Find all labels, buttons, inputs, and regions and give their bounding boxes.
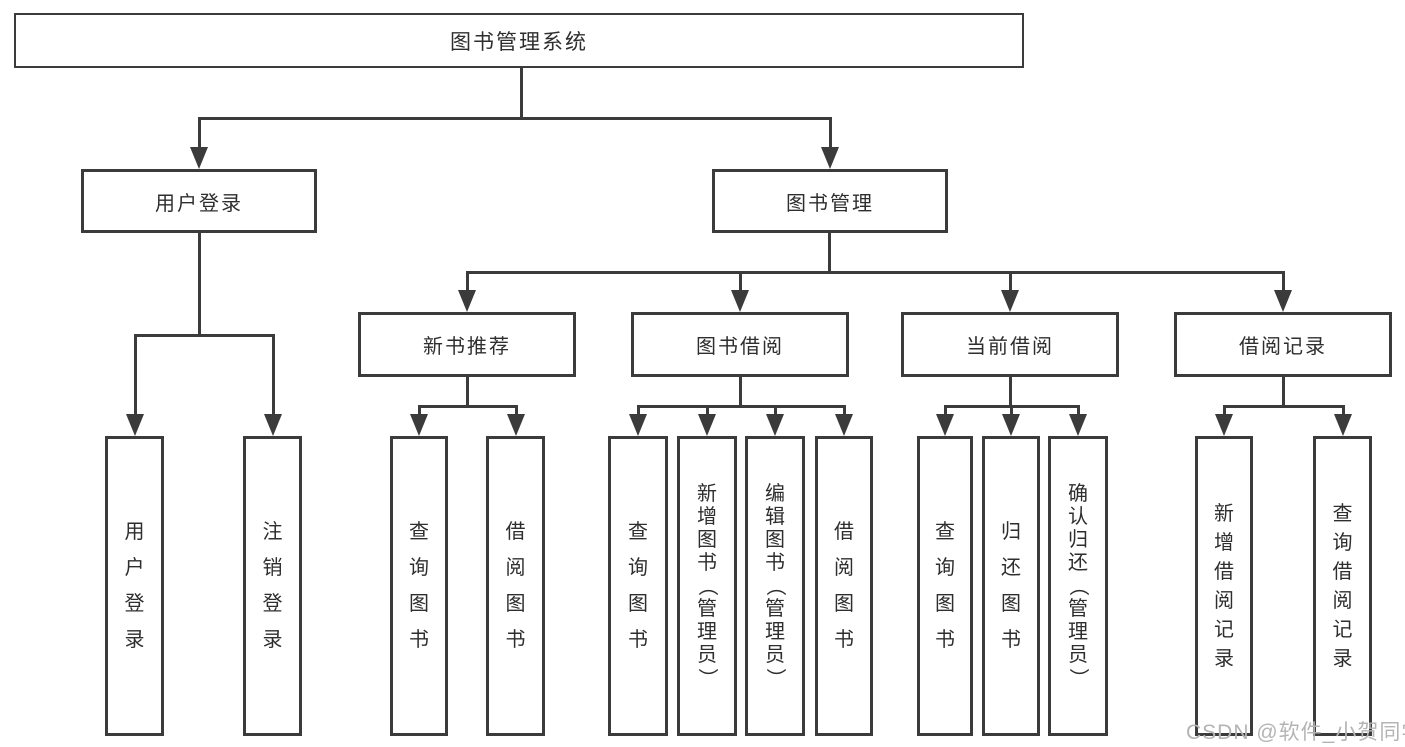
edge-user-login-stub (198, 117, 201, 149)
edge-level2-rail (198, 117, 832, 120)
edge-book-management-down (828, 233, 831, 273)
node-borrow-records: 借阅记录 (1174, 312, 1392, 377)
edge-br-query-stub (1342, 405, 1345, 416)
edge-cb-return-stub (1010, 405, 1013, 416)
node-leaf-cb-confirm-return-admin: 确认归还（管理员） (1048, 436, 1108, 736)
edge-current-borrow-stub (1009, 271, 1012, 292)
edge-book-borrow-rail (637, 405, 846, 408)
edge-new-book-stub (466, 271, 469, 292)
node-leaf-cb-return-books: 归还图书 (982, 436, 1040, 736)
node-root-library-system: 图书管理系统 (14, 13, 1024, 68)
node-leaf-bb-edit-books-admin: 编辑图书（管理员） (745, 436, 805, 736)
node-leaf-cb-query-books: 查询图书 (917, 436, 973, 736)
edge-bb-add-stub (706, 405, 709, 416)
node-new-book-recommend: 新书推荐 (358, 312, 576, 377)
edge-book-borrow-down (739, 377, 742, 407)
edge-cb-query-stub (944, 405, 947, 416)
arrow-leaf-logout (264, 414, 282, 436)
arrow-br-add-record (1215, 414, 1233, 436)
edge-user-login-rail (134, 334, 275, 337)
arrow-cb-return-books (1002, 414, 1020, 436)
arrow-user-login (190, 147, 208, 169)
arrow-leaf-user-login (126, 414, 144, 436)
node-leaf-user-login: 用户登录 (105, 436, 164, 736)
arrow-nb-query-books (410, 414, 428, 436)
edge-borrow-records-stub (1282, 271, 1285, 292)
edge-book-management-stub (829, 117, 832, 149)
node-leaf-nb-query-books: 查询图书 (390, 436, 448, 736)
edge-borrow-records-down (1282, 377, 1285, 407)
node-leaf-logout: 注销登录 (243, 436, 302, 736)
edge-borrow-records-rail (1223, 405, 1345, 408)
arrow-cb-query-books (936, 414, 954, 436)
node-leaf-bb-borrow-books: 借阅图书 (815, 436, 873, 736)
edge-leaf-user-login-stub (134, 334, 137, 416)
edge-nb-query-stub (418, 405, 421, 416)
arrow-cb-confirm-return (1069, 414, 1087, 436)
node-leaf-br-add-record: 新增借阅记录 (1195, 436, 1253, 736)
edge-bb-borrow-stub (843, 405, 846, 416)
arrow-bb-borrow-books (835, 414, 853, 436)
arrow-book-borrow (731, 290, 749, 312)
edge-root-down (520, 68, 523, 119)
arrow-br-query-record (1334, 414, 1352, 436)
edge-nb-borrow-stub (515, 405, 518, 416)
edge-leaf-logout-stub (272, 334, 275, 416)
edge-bb-query-stub (637, 405, 640, 416)
arrow-current-borrow (1001, 290, 1019, 312)
arrow-borrow-records (1274, 290, 1292, 312)
node-book-borrow: 图书借阅 (631, 312, 849, 377)
edge-book-borrow-stub (739, 271, 742, 292)
edge-current-borrow-down (1009, 377, 1012, 407)
arrow-bb-add-books (698, 414, 716, 436)
node-leaf-bb-query-books: 查询图书 (608, 436, 668, 736)
edge-bb-edit-stub (774, 405, 777, 416)
arrow-book-management (821, 147, 839, 169)
node-leaf-nb-borrow-books: 借阅图书 (486, 436, 545, 736)
arrow-bb-query-books (629, 414, 647, 436)
csdn-watermark: CSDN @软件_小贺同学 (1186, 721, 1405, 744)
edge-br-add-stub (1223, 405, 1226, 416)
arrow-new-book-recommend (458, 290, 476, 312)
node-leaf-br-query-record: 查询借阅记录 (1313, 436, 1372, 736)
node-leaf-bb-add-books-admin: 新增图书（管理员） (677, 436, 737, 736)
node-current-borrow: 当前借阅 (901, 312, 1119, 377)
edge-level3-rail (466, 271, 1285, 274)
edge-cb-confirm-stub (1077, 405, 1080, 416)
arrow-nb-borrow-books (507, 414, 525, 436)
edge-new-book-rail (418, 405, 517, 408)
arrow-bb-edit-books (766, 414, 784, 436)
edge-user-login-down (198, 233, 201, 336)
node-book-management: 图书管理 (712, 169, 948, 233)
node-user-login: 用户登录 (81, 169, 317, 233)
edge-new-book-down (466, 377, 469, 407)
